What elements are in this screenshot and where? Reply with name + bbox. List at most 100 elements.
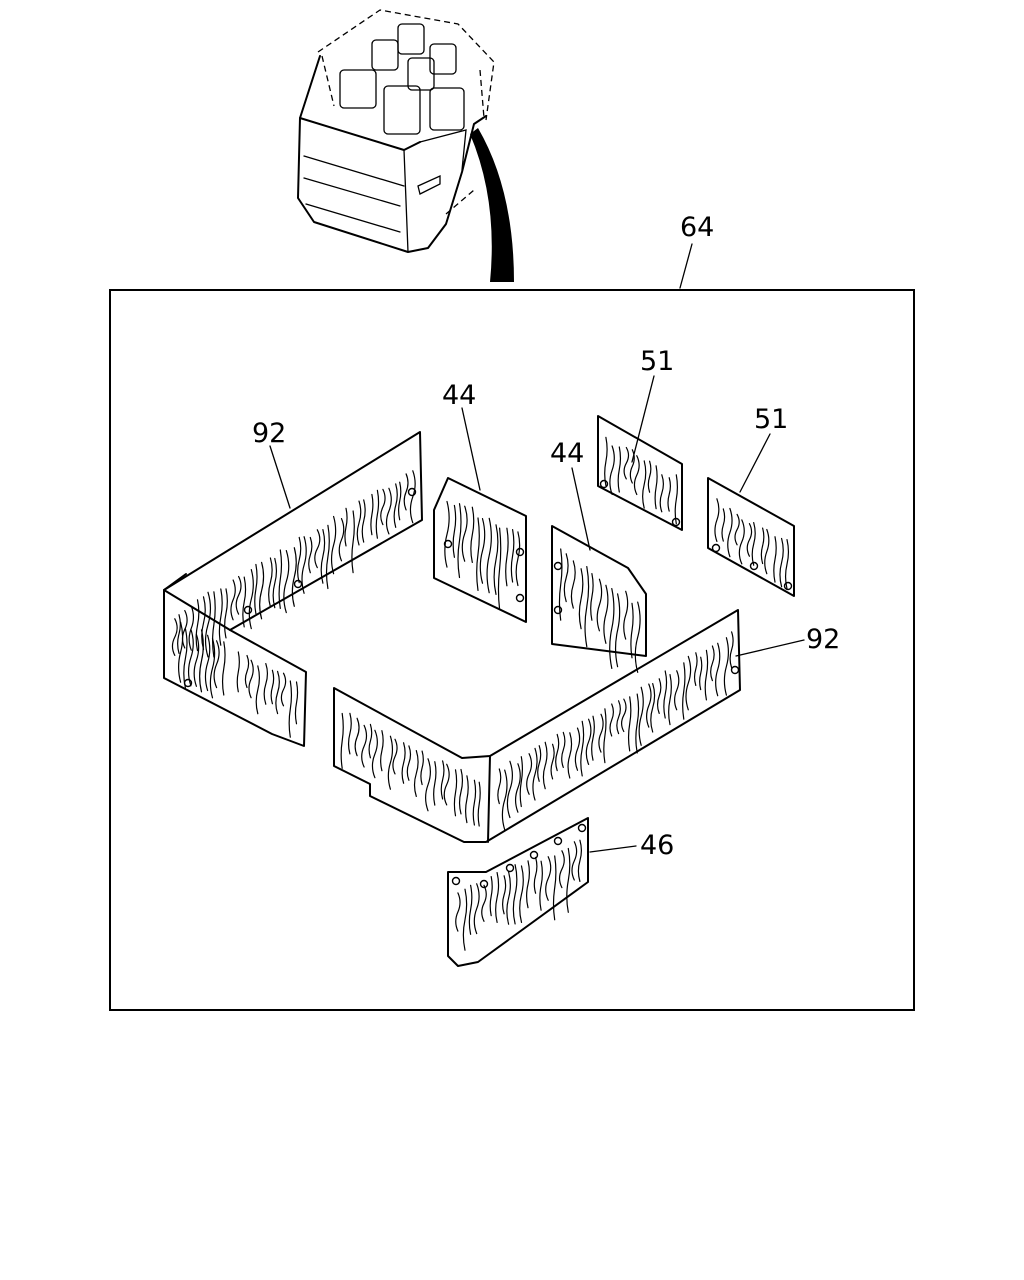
felt-stroke (512, 864, 518, 925)
felt-stroke (294, 681, 299, 725)
felt-stroke (458, 768, 464, 815)
felt-stroke (409, 470, 416, 524)
felt-stroke (577, 839, 582, 882)
felt-stroke (519, 756, 523, 808)
felt-stroke (779, 537, 784, 588)
felt-stroke (213, 640, 220, 689)
felt-stroke (297, 536, 302, 584)
felt-stroke (539, 860, 543, 911)
felt-stroke (699, 656, 703, 691)
insulator-panel-44-right (551, 525, 647, 657)
felt-stroke (533, 856, 538, 894)
felt-stroke (555, 733, 560, 772)
callout-64: 64 (680, 212, 714, 243)
felt-stroke (457, 503, 462, 579)
felt-texture (558, 548, 641, 673)
felt-stroke (584, 566, 590, 648)
felt-stroke (714, 498, 720, 542)
felt-stroke (380, 730, 384, 772)
callout-92-left: 92 (252, 418, 286, 449)
felt-stroke (288, 680, 293, 738)
felt-stroke (497, 768, 502, 805)
felt-stroke (542, 741, 548, 790)
felt-stroke (204, 634, 211, 692)
felt-stroke (470, 506, 475, 563)
felt-stroke (603, 584, 609, 644)
felt-stroke (550, 743, 555, 780)
felt-stroke (248, 569, 254, 630)
felt-stroke (444, 500, 450, 568)
felt-stroke (248, 659, 254, 699)
felt-stroke (371, 729, 378, 779)
felt-stroke (212, 591, 216, 658)
felt-stroke (275, 670, 280, 715)
felt-stroke (493, 524, 499, 595)
felt-stroke (199, 629, 204, 693)
felt-stroke (455, 892, 461, 932)
felt-stroke (751, 522, 756, 566)
felt-stroke (497, 527, 502, 611)
felt-stroke (537, 745, 542, 782)
felt-stroke (519, 865, 524, 923)
felt-stroke (393, 483, 398, 528)
felt-stroke (385, 487, 392, 535)
felt-stroke (617, 446, 622, 493)
felt-stroke (563, 553, 569, 603)
felt-stroke (630, 602, 634, 659)
felt-stroke (609, 588, 615, 669)
felt-stroke (188, 605, 195, 651)
felt-stroke (473, 883, 480, 935)
felt-stroke (614, 593, 621, 668)
felt-stroke (729, 631, 734, 669)
felt-stroke (526, 753, 533, 795)
felt-stroke (552, 855, 557, 921)
insulator-panel-44-left (433, 477, 527, 623)
felt-stroke (685, 655, 692, 711)
felt-stroke (254, 563, 258, 615)
location-pointer (470, 128, 514, 282)
felt-stroke (734, 513, 740, 546)
felt-stroke (468, 884, 473, 935)
felt-stroke (746, 523, 753, 557)
felt-stroke (596, 578, 603, 632)
felt-stroke (558, 548, 563, 621)
felt-stroke (514, 763, 521, 813)
felt-stroke (642, 460, 647, 509)
felt-stroke (574, 727, 581, 771)
felt-stroke (443, 763, 450, 806)
felt-stroke (178, 621, 184, 683)
felt-stroke (646, 683, 652, 728)
felt-stroke (634, 601, 641, 673)
felt-stroke (505, 527, 509, 587)
felt-stroke (477, 781, 481, 827)
felt-stroke (567, 732, 573, 779)
felt-stroke (566, 847, 571, 913)
felt-stroke (406, 745, 412, 781)
felt-stroke (532, 747, 538, 801)
felt-stroke (510, 529, 515, 583)
felt-texture (604, 436, 678, 525)
felt-stroke (571, 841, 578, 881)
felt-stroke (370, 493, 374, 536)
felt-stroke (591, 715, 595, 761)
felt-stroke (340, 712, 344, 769)
felt-stroke (392, 738, 398, 775)
felt-stroke (721, 508, 726, 542)
felt-stroke (368, 723, 373, 759)
felt-stroke (325, 524, 330, 590)
felt-stroke (453, 769, 458, 817)
felt-stroke (693, 652, 698, 686)
felt-stroke (710, 645, 715, 682)
felt-stroke (616, 700, 621, 735)
callout-51-left: 51 (640, 346, 674, 377)
felt-stroke (452, 504, 457, 558)
felt-stroke (301, 536, 307, 594)
felt-stroke (604, 436, 608, 487)
felt-stroke (647, 460, 652, 493)
felt-stroke (674, 670, 680, 711)
felt-stroke (598, 713, 604, 753)
felt-stroke (603, 708, 607, 764)
cab-overview-illustration (297, 9, 495, 253)
felt-stroke (668, 674, 672, 726)
felt-stroke (338, 518, 345, 562)
